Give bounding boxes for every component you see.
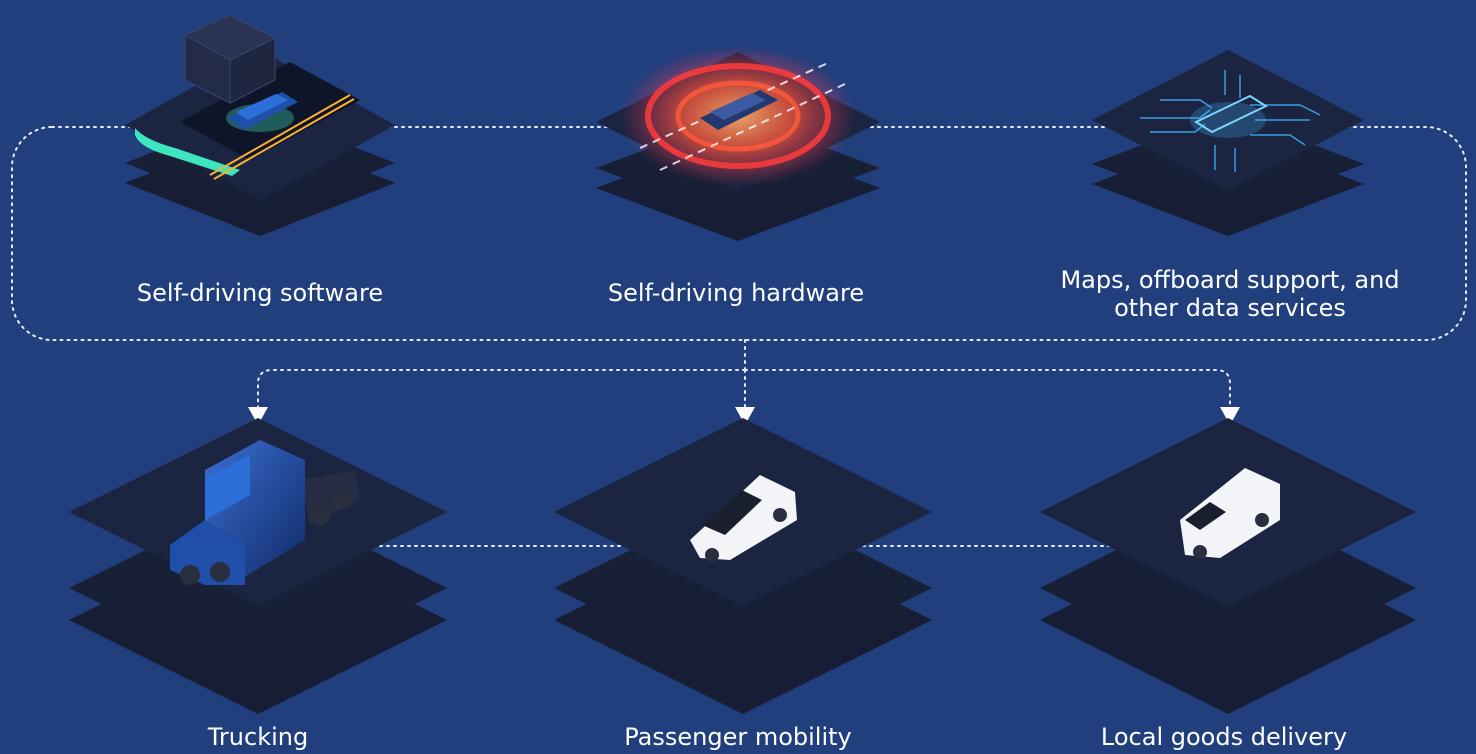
label-self-driving-software: Self-driving software — [60, 279, 460, 307]
platform-top — [1092, 50, 1364, 190]
circuit-icon — [1140, 70, 1321, 172]
label-line: Trucking — [207, 723, 309, 751]
label-line: Passenger mobility — [624, 723, 852, 751]
platform-passenger — [554, 418, 932, 714]
label-trucking: Trucking — [78, 723, 438, 751]
platform-delivery — [1040, 418, 1416, 714]
label-line: Self-driving hardware — [607, 279, 865, 307]
truck-icon — [170, 440, 360, 585]
building-icon — [183, 14, 277, 104]
arrow-to-delivery — [1220, 407, 1240, 425]
label-line: Self-driving software — [136, 279, 384, 307]
road-accent-icon — [135, 128, 240, 176]
platform-data — [1092, 50, 1364, 236]
label-local-goods-delivery: Local goods delivery — [1044, 723, 1404, 751]
label-line: Maps, offboard support, and — [1060, 266, 1400, 294]
platform-hardware — [596, 46, 880, 241]
delivery-van-icon — [1180, 468, 1280, 559]
label-passenger-mobility: Passenger mobility — [558, 723, 918, 751]
arrow-to-passenger — [735, 407, 755, 425]
label-data-services: Maps, offboard support, and other data s… — [1010, 266, 1450, 322]
car-icon — [226, 92, 298, 132]
connector-right — [744, 369, 1231, 411]
minivan-icon — [690, 475, 797, 562]
connector-arrows — [248, 407, 1240, 425]
road-lane-line-icon — [209, 94, 351, 176]
label-line: other data services — [1114, 294, 1346, 322]
car-icon — [700, 90, 778, 130]
label-self-driving-hardware: Self-driving hardware — [536, 279, 936, 307]
label-line: Local goods delivery — [1100, 723, 1348, 751]
platform-software — [125, 14, 395, 236]
arrow-to-trucking — [248, 407, 268, 425]
connector-left — [257, 369, 746, 411]
car-icon — [1190, 94, 1269, 138]
platform-trucking — [69, 418, 447, 714]
